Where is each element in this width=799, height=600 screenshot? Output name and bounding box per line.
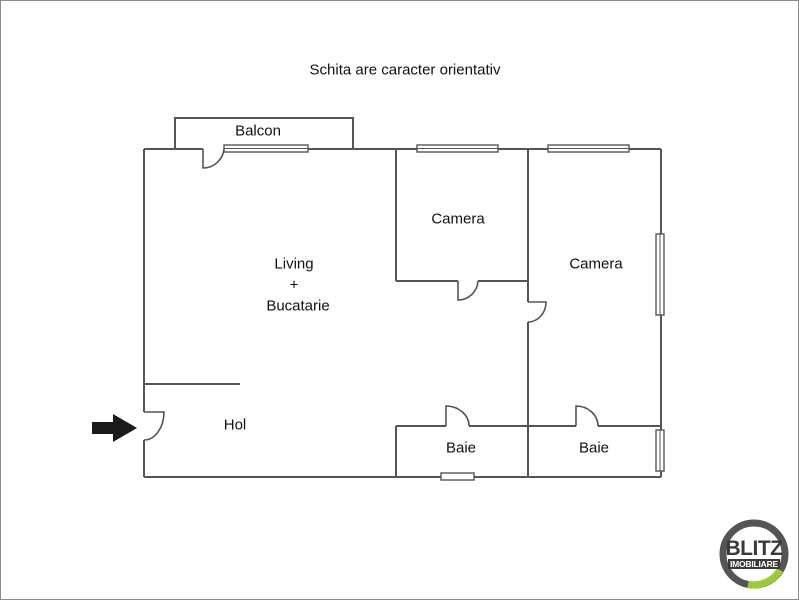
room-label-baie-1: Baie bbox=[445, 439, 477, 457]
room-label-bucatarie: Bucatarie bbox=[266, 297, 330, 315]
balcony-door bbox=[202, 148, 225, 169]
window-baie1 bbox=[440, 472, 475, 481]
entrance-door bbox=[143, 411, 165, 441]
room-label-camera-2: Camera bbox=[569, 255, 623, 273]
room-label-camera-1: Camera bbox=[431, 210, 485, 228]
balcony-outline bbox=[174, 117, 354, 149]
logo-text: BLITZ bbox=[725, 537, 783, 560]
camera1-door bbox=[457, 280, 479, 301]
room-label-baie-2: Baie bbox=[578, 439, 610, 457]
entrance-arrow-icon bbox=[92, 414, 137, 442]
baie2-door bbox=[575, 405, 599, 427]
disclaimer-title: Schita are caracter orientativ bbox=[309, 61, 501, 79]
logo-ring-icon bbox=[719, 519, 789, 589]
blitz-logo: BLITZ IMOBILIARE bbox=[718, 518, 790, 590]
room-label-hol: Hol bbox=[223, 416, 247, 434]
camera2-door bbox=[527, 301, 547, 323]
logo-subtext: IMOBILIARE bbox=[727, 559, 781, 569]
room-label-balcon: Balcon bbox=[235, 122, 281, 140]
baie1-door bbox=[445, 405, 470, 427]
room-label-living: Living bbox=[274, 255, 314, 273]
room-label-plus: + bbox=[289, 276, 299, 294]
